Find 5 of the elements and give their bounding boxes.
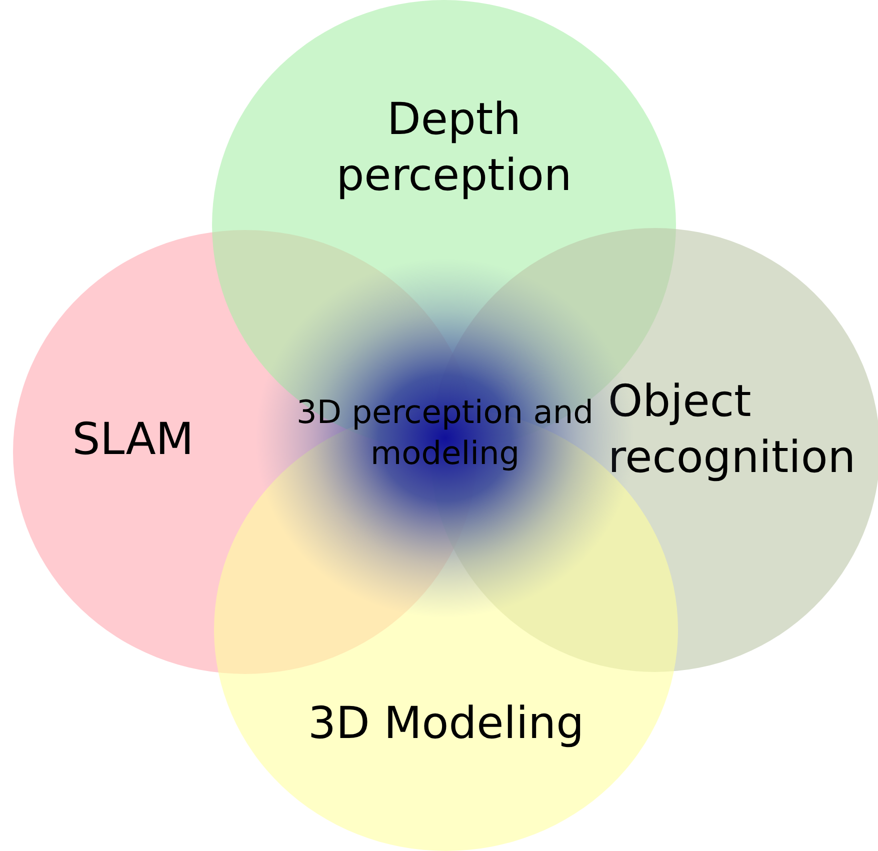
venn-label: Depth perception <box>335 93 573 203</box>
venn-label: SLAM <box>71 413 195 467</box>
venn-label: 3D Modeling <box>306 697 585 751</box>
venn-label: Object recognition <box>608 375 857 485</box>
venn-label: 3D perception and modeling <box>296 392 594 474</box>
